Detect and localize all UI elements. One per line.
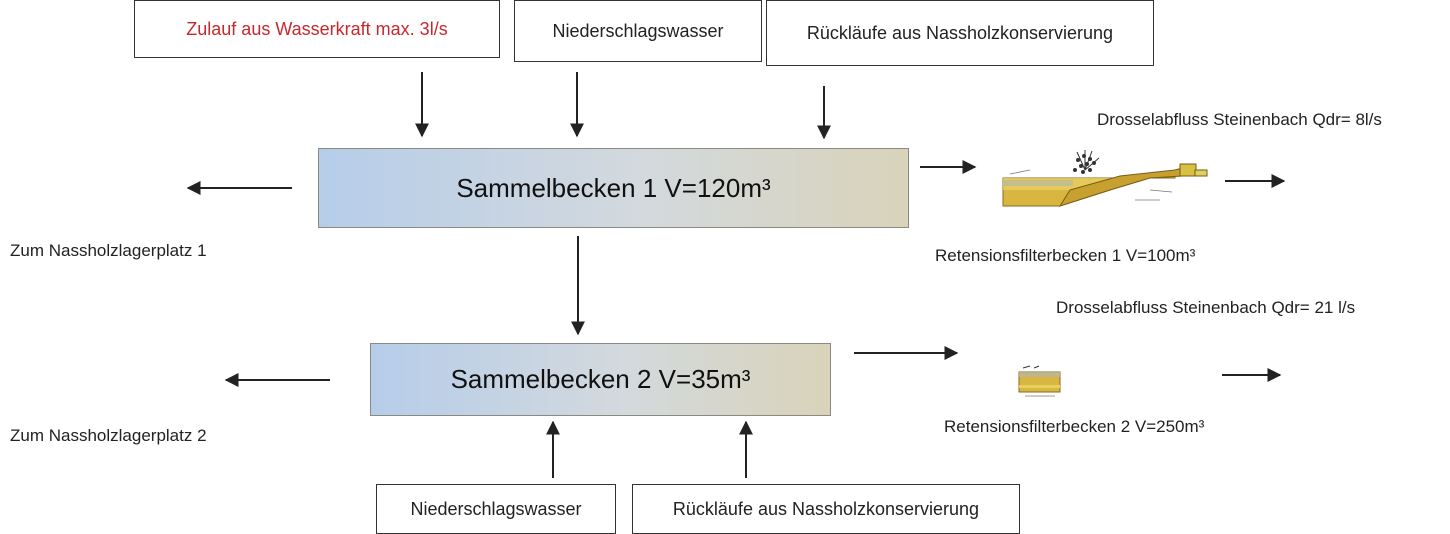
filter-basin-1-icon [1002,150,1208,207]
filter-basin-1-label: Retensionsfilterbecken 1 V=100m³ [935,246,1196,265]
filter-basin-2-label: Retensionsfilterbecken 2 V=250m³ [944,417,1205,436]
returns-bottom-box: Rückläufe aus Nassholzkonservierung [632,484,1020,534]
throttle-outflow-2-label: Drosselabfluss Steinenbach Qdr= 21 l/s [1056,298,1356,317]
returns-top-box: Rückläufe aus Nassholzkonservierung [766,0,1154,66]
storage-site-2-label: Zum Nassholzlagerplatz 2 [10,426,207,445]
rainwater-top-box: Niederschlagswasser [514,0,762,62]
collection-basin-2: Sammelbecken 2 V=35m³ [370,343,831,416]
filter-basin-2-icon [1018,365,1061,397]
hydro-inflow-box: Zulauf aus Wasserkraft max. 3l/s [134,0,500,58]
rainwater-bottom-box: Niederschlagswasser [376,484,616,534]
collection-basin-1: Sammelbecken 1 V=120m³ [318,148,909,228]
storage-site-1-label: Zum Nassholzlagerplatz 1 [10,241,207,260]
throttle-outflow-1-label: Drosselabfluss Steinenbach Qdr= 8l/s [1097,110,1382,129]
